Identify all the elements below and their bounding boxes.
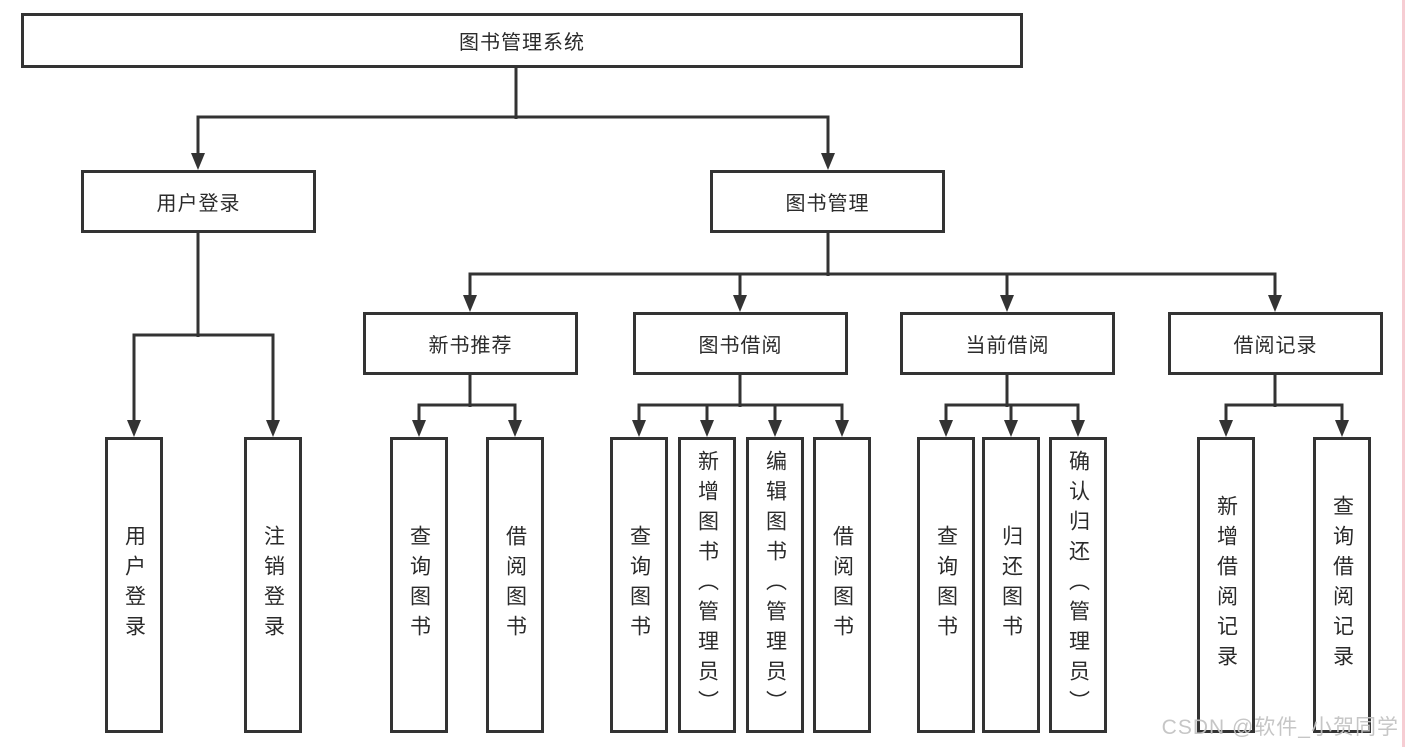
leaf-borrow-books: 借阅图书	[813, 437, 871, 733]
leaf-return-books-label: 归还图书	[999, 525, 1023, 645]
leaf-user-login: 用户登录	[105, 437, 163, 733]
leaf-query-books-current: 查询图书	[917, 437, 975, 733]
leaf-query-books-current-label: 查询图书	[934, 525, 958, 645]
arrow-down-icon	[127, 420, 141, 437]
arrow-down-icon	[508, 420, 522, 437]
arrow-down-icon	[1335, 420, 1349, 437]
arrow-down-icon	[632, 420, 646, 437]
node-new-book-recommend-label: 新书推荐	[428, 335, 513, 357]
node-borrow-records-label: 借阅记录	[1233, 335, 1318, 357]
node-book-borrow: 图书借阅	[633, 312, 848, 375]
arrow-down-icon	[835, 420, 849, 437]
connector-newbook-split	[417, 403, 517, 420]
leaf-logout: 注销登录	[244, 437, 302, 733]
connector-records-split	[1224, 403, 1344, 420]
leaf-logout-label: 注销登录	[261, 525, 285, 645]
node-user-login: 用户登录	[81, 170, 316, 233]
arrow-down-icon	[266, 420, 280, 437]
arrow-down-icon	[821, 153, 835, 170]
arrow-down-icon	[733, 295, 747, 312]
node-root: 图书管理系统	[21, 13, 1023, 68]
leaf-query-books-borrow-label: 查询图书	[627, 525, 651, 645]
node-current-borrow-label: 当前借阅	[965, 335, 1050, 357]
leaf-query-borrow-record: 查询借阅记录	[1313, 437, 1371, 733]
leaf-query-books-recommend-label: 查询图书	[407, 525, 431, 645]
arrow-down-icon	[768, 420, 782, 437]
leaf-add-books-admin: 新增图书（管理员）	[678, 437, 736, 733]
node-book-borrow-label: 图书借阅	[698, 335, 783, 357]
leaf-borrow-books-recommend: 借阅图书	[486, 437, 544, 733]
arrow-down-icon	[1219, 420, 1233, 437]
node-book-management-label: 图书管理	[785, 193, 870, 215]
arrow-down-icon	[1268, 295, 1282, 312]
arrow-down-icon	[412, 420, 426, 437]
leaf-add-books-admin-label: 新增图书（管理员）	[695, 450, 719, 720]
arrow-down-icon	[939, 420, 953, 437]
leaf-user-login-label: 用户登录	[122, 525, 146, 645]
node-user-login-label: 用户登录	[156, 193, 241, 215]
node-book-management: 图书管理	[710, 170, 945, 233]
connector-borrow-split	[637, 403, 844, 420]
leaf-borrow-books-label: 借阅图书	[830, 525, 854, 645]
leaf-add-borrow-record: 新增借阅记录	[1197, 437, 1255, 733]
leaf-edit-books-admin-label: 编辑图书（管理员）	[763, 450, 787, 720]
leaf-query-borrow-record-label: 查询借阅记录	[1330, 495, 1354, 675]
arrow-down-icon	[1071, 420, 1085, 437]
leaf-edit-books-admin: 编辑图书（管理员）	[746, 437, 804, 733]
arrow-down-icon	[700, 420, 714, 437]
node-new-book-recommend: 新书推荐	[363, 312, 578, 375]
arrow-down-icon	[1000, 295, 1014, 312]
connector-userlogin-split	[132, 333, 275, 420]
node-borrow-records: 借阅记录	[1168, 312, 1383, 375]
node-root-label: 图书管理系统	[459, 32, 585, 54]
leaf-add-borrow-record-label: 新增借阅记录	[1214, 495, 1238, 675]
leaf-query-books-borrow: 查询图书	[610, 437, 668, 733]
leaf-confirm-return-admin: 确认归还（管理员）	[1049, 437, 1107, 733]
arrow-down-icon	[191, 153, 205, 170]
watermark: CSDN @软件_小贺同学	[1161, 716, 1399, 739]
leaf-return-books: 归还图书	[982, 437, 1040, 733]
arrow-down-icon	[463, 295, 477, 312]
connector-bookmgmt-split	[468, 272, 1277, 295]
connector-root-split	[196, 115, 830, 154]
arrow-down-icon	[1004, 420, 1018, 437]
right-edge-strip	[1402, 0, 1405, 747]
node-current-borrow: 当前借阅	[900, 312, 1115, 375]
leaf-borrow-books-recommend-label: 借阅图书	[503, 525, 527, 645]
leaf-confirm-return-admin-label: 确认归还（管理员）	[1066, 450, 1090, 720]
leaf-query-books-recommend: 查询图书	[390, 437, 448, 733]
